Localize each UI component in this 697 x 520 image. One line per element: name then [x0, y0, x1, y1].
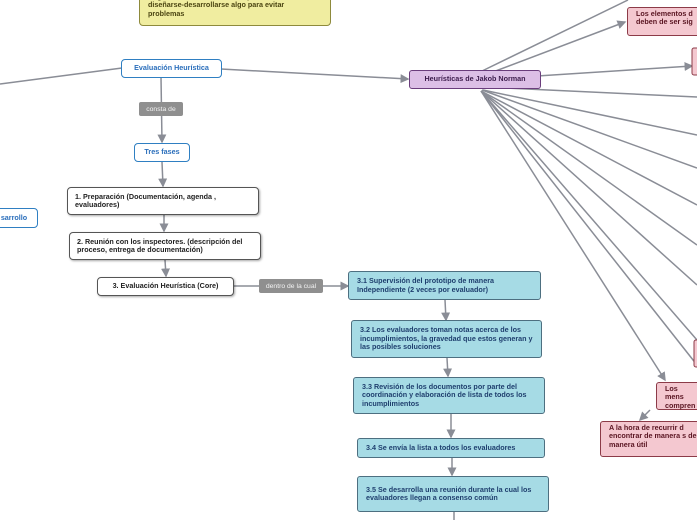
node-heuristicas-jakob[interactable]: Heurísticas de Jakob Norman	[409, 70, 541, 89]
edge-mensajes-to-recurrir	[638, 409, 651, 422]
node-phase-2[interactable]: 2. Reunión con los inspectores. (descrip…	[69, 232, 261, 260]
jakob-ray-stub-bottom	[693, 339, 697, 368]
node-heuristicas-jakob-label: Heurísticas de Jakob Norman	[424, 74, 526, 84]
node-desarrollo[interactable]: sarrollo	[0, 208, 38, 228]
edge-jakob-ray-6	[481, 89, 697, 169]
yellow-note[interactable]: Regla acerca de cómo tiene que ser/ func…	[139, 0, 331, 26]
node-mensajes-label: Los mens compren	[665, 384, 696, 410]
yellow-note-text: Regla acerca de cómo tiene que ser/ func…	[148, 0, 313, 18]
node-step-3-3-label: 3.3 Revisión de los documentos por parte…	[362, 381, 527, 408]
node-phase-2-label: 2. Reunión con los inspectores. (descrip…	[77, 236, 243, 254]
node-step-3-5[interactable]: 3.5 Se desarrolla una reunión durante la…	[357, 476, 549, 512]
node-step-3-2[interactable]: 3.2 Los evaluadores toman notas acerca d…	[351, 320, 542, 358]
node-step-3-1[interactable]: 3.1 Supervisión del prototipo de manera …	[348, 271, 541, 300]
edge-jakob-ray-11	[480, 90, 697, 366]
edge-phase2-to-phase3	[161, 259, 171, 278]
edge-jakob-ray-2	[484, 20, 627, 76]
edge-jakob-ray-12	[480, 90, 666, 382]
node-step-3-2-label: 3.2 Los evaluadores toman notas acerca d…	[360, 325, 533, 352]
node-step-3-4[interactable]: 3.4 Se envía la lista a todos los evalua…	[357, 438, 545, 458]
node-recurrir-label: A la hora de recurrir d encontrar de man…	[609, 423, 697, 449]
node-step-3-1-label: 3.1 Supervisión del prototipo de manera …	[357, 276, 494, 294]
edge-jakob-ray-5	[482, 89, 697, 136]
edge-tres-fases-to-phase1	[158, 161, 168, 188]
node-tres-fases[interactable]: Tres fases	[134, 143, 190, 162]
edge-jakob-ray-7	[480, 90, 697, 206]
node-evaluacion-heuristica[interactable]: Evaluación Heurística	[121, 59, 222, 78]
edge-jakob-ray-9	[480, 90, 697, 286]
node-phase-3-label: 3. Evaluación Heurística (Core)	[112, 281, 219, 291]
jakob-ray-stub-top	[691, 47, 697, 76]
node-mensajes[interactable]: Los mens compren	[656, 382, 697, 410]
node-evaluacion-heuristica-label: Evaluación Heurística	[134, 63, 209, 73]
edge-jakob-ray-10	[480, 90, 697, 341]
connector-consta-de-label: consta de	[146, 105, 176, 113]
node-tres-fases-label: Tres fases	[144, 147, 180, 157]
edge-jakob-ray-1	[479, 0, 629, 73]
node-desarrollo-label: sarrollo	[0, 212, 28, 222]
edge-step32-to-step33	[443, 357, 453, 378]
node-step-3-4-label: 3.4 Se envía la lista a todos los evalua…	[366, 442, 516, 452]
connector-dentro-de-la-cual-label: dentro de la cual	[265, 282, 317, 290]
edge-step31-to-step32	[441, 299, 451, 322]
connector-consta-de[interactable]: consta de	[139, 102, 183, 116]
node-phase-1[interactable]: 1. Preparación (Documentación, agenda , …	[67, 187, 259, 215]
node-phase-3[interactable]: 3. Evaluación Heurística (Core)	[97, 277, 234, 296]
node-step-3-5-label: 3.5 Se desarrolla una reunión durante la…	[366, 484, 532, 502]
connector-dentro-de-la-cual[interactable]: dentro de la cual	[259, 279, 323, 293]
node-phase-1-label: 1. Preparación (Documentación, agenda , …	[75, 191, 216, 209]
node-recurrir[interactable]: A la hora de recurrir d encontrar de man…	[600, 421, 697, 457]
node-elementos-label: Los elementos d deben de ser sig	[636, 9, 693, 27]
edge-jakob-ray-8	[480, 90, 697, 246]
node-step-3-3[interactable]: 3.3 Revisión de los documentos por parte…	[353, 377, 545, 414]
edge-left-to-evaluacion	[0, 67, 123, 85]
edge-evaluacion-to-jakob	[220, 68, 410, 84]
node-elementos[interactable]: Los elementos d deben de ser sig	[627, 7, 697, 36]
